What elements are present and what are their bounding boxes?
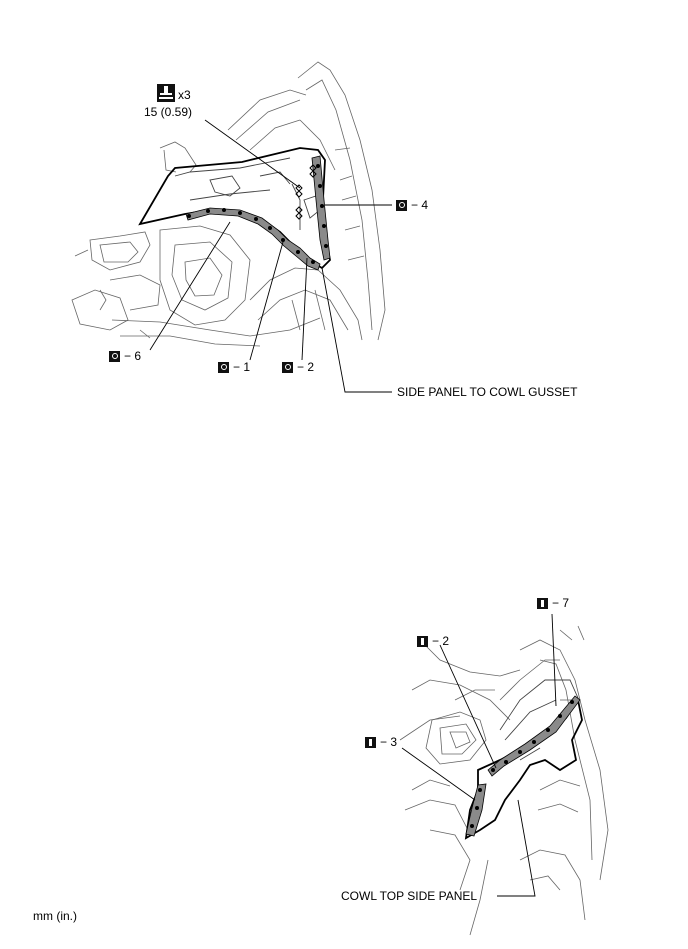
callout-text: − 6 bbox=[124, 349, 142, 363]
callout-text: − 2 bbox=[432, 634, 450, 648]
outer-weld-badge-icon bbox=[218, 361, 229, 373]
torque-value: 15 (0.59) bbox=[144, 105, 193, 119]
top-bolt-markers bbox=[295, 164, 317, 220]
callout-o-1: − 1 bbox=[218, 360, 250, 374]
torque-multiplier: x3 bbox=[178, 88, 191, 102]
callout-o-4: − 4 bbox=[396, 198, 428, 212]
cowl-inner-lines bbox=[499, 679, 579, 761]
bottom-weld-spots bbox=[470, 700, 574, 828]
top-weld-spots bbox=[187, 164, 328, 264]
callout-o-6: − 6 bbox=[109, 349, 141, 363]
inner-weld-badge-icon bbox=[537, 597, 548, 609]
callout-text: − 4 bbox=[411, 198, 429, 212]
side-panel-to-cowl-gusset-label: SIDE PANEL TO COWL GUSSET bbox=[397, 385, 578, 399]
top-leader-lines bbox=[149, 119, 392, 393]
callout-o-2: − 2 bbox=[282, 360, 314, 374]
callout-i-3: − 3 bbox=[365, 735, 397, 749]
outer-weld-badge-icon bbox=[396, 199, 407, 211]
callout-i-7: − 7 bbox=[537, 596, 569, 610]
callout-i-2: − 2 bbox=[417, 634, 449, 648]
outer-weld-badge-icon bbox=[109, 350, 120, 362]
inner-weld-badge-icon bbox=[417, 635, 428, 647]
callout-text: − 2 bbox=[297, 360, 315, 374]
bottom-leader-lines bbox=[401, 613, 557, 897]
torque-wrench-icon bbox=[157, 84, 175, 102]
bottom-weld-strips bbox=[465, 695, 581, 837]
callout-text: − 1 bbox=[233, 360, 251, 374]
units-note: mm (in.) bbox=[33, 909, 77, 923]
top-vehicle-body-sketch bbox=[71, 61, 386, 347]
callout-text: − 7 bbox=[552, 596, 570, 610]
inner-weld-badge-icon bbox=[365, 736, 376, 748]
cowl-top-side-panel-label: COWL TOP SIDE PANEL bbox=[341, 889, 478, 903]
outer-weld-badge-icon bbox=[282, 361, 293, 373]
callout-text: − 3 bbox=[380, 735, 398, 749]
